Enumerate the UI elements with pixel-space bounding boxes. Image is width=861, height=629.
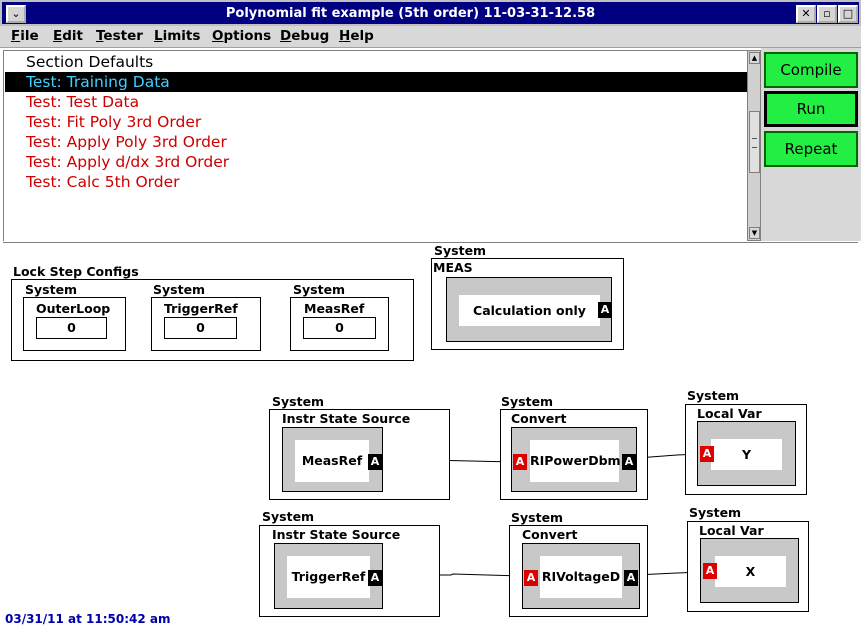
maximize-icon: □ — [842, 7, 854, 20]
block-name: MeasRef — [304, 301, 365, 316]
window-menu-button[interactable]: ⌄ — [6, 5, 26, 23]
meas-inner: Calculation only A — [446, 277, 612, 342]
block-type-label: Instr State Source — [272, 527, 401, 542]
localvar-y-block[interactable]: Local Var Y A — [685, 404, 807, 495]
block-type-label: Local Var — [697, 406, 762, 421]
localvar-x-block[interactable]: Local Var X A — [687, 521, 809, 612]
chevron-down-icon: ⌄ — [11, 7, 21, 20]
minimize-icon: ▫ — [823, 7, 831, 20]
test-item-calc-5th[interactable]: Test: Calc 5th Order — [26, 173, 180, 191]
convert-inner: RIPowerDbm A A — [511, 427, 637, 492]
source-inner: MeasRef A — [282, 427, 383, 492]
output-port[interactable]: A — [368, 454, 382, 470]
measref-config-block[interactable]: MeasRef 0 — [290, 297, 389, 351]
test-list-scrollbar[interactable]: ▲ ▼ — [747, 50, 761, 241]
output-port[interactable]: A — [622, 454, 636, 470]
convert-inner: RIVoltageD A A — [522, 543, 640, 609]
localvar-label: X — [715, 556, 786, 587]
localvar-label: Y — [711, 439, 782, 470]
test-item-apply-poly[interactable]: Test: Apply Poly 3rd Order — [26, 133, 227, 151]
block-type-label: Convert — [522, 527, 578, 542]
test-item-fit-poly[interactable]: Test: Fit Poly 3rd Order — [26, 113, 202, 131]
close-button[interactable]: ✕ — [796, 5, 816, 23]
close-icon: ✕ — [801, 7, 811, 20]
outerloop-block[interactable]: OuterLoop 0 — [23, 297, 126, 351]
lockstep-title: Lock Step Configs — [13, 264, 139, 279]
triggerref-value[interactable]: 0 — [164, 317, 237, 339]
input-port[interactable]: A — [513, 454, 527, 470]
instr-source-triggerref-block[interactable]: Instr State Source TriggerRef A — [259, 525, 440, 617]
meas-label: Calculation only — [459, 295, 600, 326]
test-item-test-data[interactable]: Test: Test Data — [26, 93, 140, 111]
block-system-label: System — [434, 243, 487, 258]
menu-file[interactable]: File — [11, 28, 39, 44]
block-system-label: System — [293, 282, 346, 297]
menu-limits[interactable]: Limits — [154, 28, 201, 44]
block-system-label: System — [153, 282, 206, 297]
minimize-button[interactable]: ▫ — [817, 5, 837, 23]
triggerref-config-block[interactable]: TriggerRef 0 — [151, 297, 261, 351]
window-title: Polynomial fit example (5th order) 11-03… — [225, 6, 596, 21]
convert-rivoltaged-block[interactable]: Convert RIVoltageD A A — [509, 525, 648, 617]
compile-button[interactable]: Compile — [764, 52, 858, 88]
lockstep-frame — [11, 279, 414, 361]
instr-source-measref-block[interactable]: Instr State Source MeasRef A — [269, 409, 450, 500]
block-system-label: System — [25, 282, 78, 297]
input-port[interactable]: A — [703, 563, 717, 579]
block-type-label: Convert — [511, 411, 567, 426]
convert-label: RIPowerDbm — [530, 440, 621, 482]
convert-label: RIVoltageD — [540, 556, 622, 598]
menu-options[interactable]: Options — [212, 28, 272, 44]
menu-bar: File Edit Tester Limits Options Debug He… — [0, 26, 861, 48]
repeat-button[interactable]: Repeat — [764, 131, 858, 167]
block-system-label: System — [511, 510, 564, 525]
block-system-label: System — [687, 388, 740, 403]
title-bar: ⌄ Polynomial fit example (5th order) 11-… — [0, 0, 861, 26]
test-list[interactable]: Section Defaults Test: Training Data Tes… — [3, 50, 747, 241]
action-panel: Compile Run Repeat — [761, 48, 861, 241]
menu-debug[interactable]: Debug — [280, 28, 330, 44]
run-button[interactable]: Run — [764, 91, 858, 127]
measref-value[interactable]: 0 — [303, 317, 376, 339]
source-label: TriggerRef — [287, 556, 370, 598]
block-diagram[interactable]: Lock Step Configs System OuterLoop 0 Sys… — [3, 242, 858, 628]
output-port[interactable]: A — [624, 570, 638, 586]
block-system-label: System — [262, 509, 315, 524]
scrollbar-thumb[interactable] — [749, 111, 760, 173]
block-type-label: Instr State Source — [282, 411, 411, 426]
scroll-up-icon[interactable]: ▲ — [749, 52, 760, 64]
localvar-inner: X A — [700, 538, 799, 603]
block-system-label: System — [272, 394, 325, 409]
block-name: TriggerRef — [164, 301, 238, 316]
block-name: OuterLoop — [36, 301, 111, 316]
localvar-inner: Y A — [697, 421, 796, 486]
convert-ripowerdbm-block[interactable]: Convert RIPowerDbm A A — [500, 409, 648, 500]
test-item-training-data[interactable]: Test: Training Data — [5, 72, 747, 92]
outerloop-value[interactable]: 0 — [36, 317, 107, 339]
status-timestamp: 03/31/11 at 11:50:42 am — [5, 612, 171, 626]
menu-help[interactable]: Help — [339, 28, 374, 44]
output-port[interactable]: A — [368, 570, 382, 586]
block-type-label: MEAS — [433, 260, 473, 275]
source-inner: TriggerRef A — [274, 543, 383, 609]
menu-tester[interactable]: Tester — [96, 28, 143, 44]
output-port[interactable]: A — [598, 302, 612, 318]
block-system-label: System — [689, 505, 742, 520]
input-port[interactable]: A — [700, 446, 714, 462]
source-label: MeasRef — [295, 440, 369, 482]
test-item-apply-ddx[interactable]: Test: Apply d/dx 3rd Order — [26, 153, 230, 171]
scroll-down-icon[interactable]: ▼ — [749, 227, 760, 239]
block-type-label: Local Var — [699, 523, 764, 538]
meas-block[interactable]: MEAS Calculation only A — [431, 258, 624, 350]
menu-edit[interactable]: Edit — [53, 28, 83, 44]
block-system-label: System — [501, 394, 554, 409]
input-port[interactable]: A — [524, 570, 538, 586]
maximize-button[interactable]: □ — [838, 5, 858, 23]
section-defaults-item[interactable]: Section Defaults — [26, 53, 154, 71]
